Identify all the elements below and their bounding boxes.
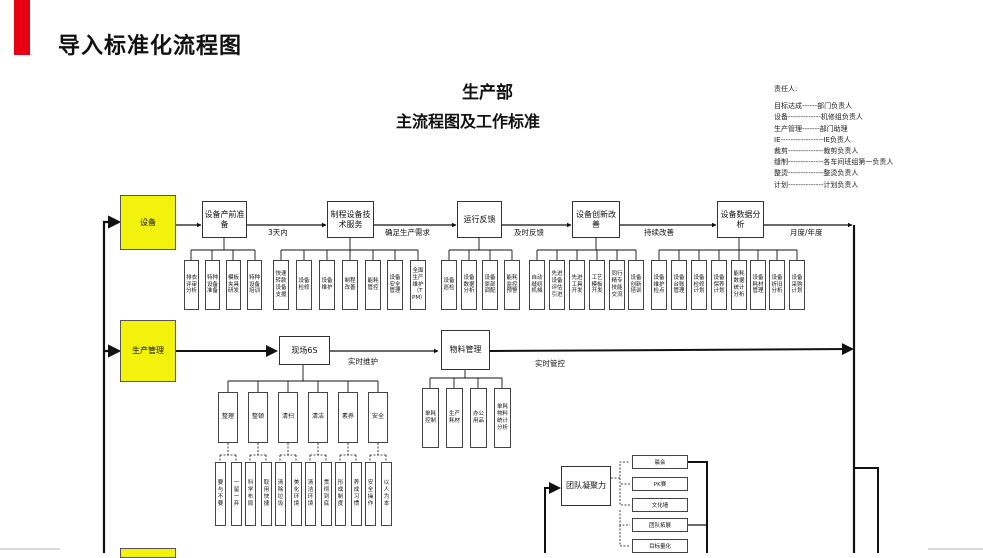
arrow-label: 3天内: [268, 228, 288, 237]
six-s-detail: 科学布局: [245, 462, 256, 526]
six-s-detail: 美化环境: [291, 462, 302, 526]
sub-task: 先进工具开发: [569, 260, 585, 310]
sub-task: 设备维护检点: [651, 260, 667, 310]
six-s-item: 安全: [368, 392, 388, 443]
step-data-analysis: 设备数据分析: [717, 201, 764, 238]
sub-task: 设备检修计划: [691, 260, 707, 310]
sub-task: 能耗监控预警: [504, 260, 520, 310]
sub-task: 制程改善: [342, 260, 358, 310]
arrow-label: 持续改善: [644, 228, 674, 237]
footer-rule-right: [928, 548, 983, 550]
sub-task: 全面生产维护（TPM）: [410, 260, 426, 310]
six-s-item: 清洁: [308, 392, 328, 443]
sub-task: 特种设备准备: [205, 260, 220, 310]
sub-task: 能耗数据统计分析: [731, 260, 747, 310]
arrow-label: 实时维护: [348, 357, 378, 366]
six-s-item: 素养: [338, 392, 358, 443]
sub-task: 自动缝纫机械: [529, 260, 545, 310]
step-material: 物料管理: [441, 330, 490, 370]
arrow-label: 及时反馈: [514, 228, 544, 237]
sub-task: 设备保养计划: [711, 260, 727, 310]
six-s-detail: 要与不要: [215, 462, 226, 526]
responsibility-line: IE-----------------IE负责人: [774, 135, 851, 144]
team-item: 团队拓展: [632, 518, 688, 532]
six-s-item: 整理: [218, 392, 238, 443]
material-sub: 生产耗材: [446, 388, 463, 448]
team-item: 文化墙: [632, 498, 688, 512]
responsibility-line: 生产管理-------部门助理: [774, 124, 848, 133]
arrow-label: 确足生产需求: [385, 228, 430, 237]
six-s-detail: 贯彻到底: [321, 462, 332, 526]
slide-title: 导入标准化流程图: [58, 34, 243, 59]
step-feedback: 运行反馈: [457, 201, 502, 238]
chart-title: 生产部: [462, 83, 513, 103]
lane-production-label: 生产管理: [132, 346, 164, 355]
material-sub: 办公用品: [470, 388, 487, 448]
lane-production: 生产管理: [120, 320, 176, 382]
sub-task: 设备数据分析: [461, 260, 477, 310]
material-sub: 单耗控制: [422, 388, 439, 448]
sub-task: 能耗管控: [365, 260, 381, 310]
sub-task: 设备台账管理: [671, 260, 687, 310]
responsibility-line: 目标达成------部门负责人: [774, 102, 853, 111]
lane-third: [120, 548, 176, 558]
responsibility-line: 缝制--------------各车间班组第一负责人: [774, 158, 894, 167]
six-s-detail: 取用快捷: [261, 462, 272, 526]
step-innovation: 设备创新改善: [572, 201, 620, 238]
sub-task: 设备维护: [319, 260, 335, 310]
responsibility-line: 整烫--------------整烫负责人: [774, 169, 859, 178]
material-sub: 单耗物料统计分析: [494, 388, 511, 448]
responsibility-list: 责任人: 目标达成------部门负责人 设备-------------机修组负…: [774, 84, 893, 191]
step-team-cohesion: 团队凝聚力: [561, 466, 611, 506]
lane-equipment-label: 设备: [140, 217, 156, 227]
six-s-detail: 养成习惯: [351, 462, 362, 526]
team-item: 目标量化: [632, 539, 688, 553]
responsibility-line: 裁剪--------------裁剪负责人: [774, 147, 859, 156]
responsibility-line: 设备-------------机修组负责人: [774, 113, 863, 122]
sub-task: 排衣评审分析: [184, 260, 199, 310]
six-s-detail: 以人为本: [381, 462, 392, 526]
step-tech-service: 制程设备技术服务: [327, 201, 374, 238]
title-accent-bar: [14, 0, 30, 55]
footer-rule-left: [0, 548, 60, 550]
sub-task: 设备耗材管理: [750, 260, 766, 310]
sub-task: 特种设备培训: [247, 260, 262, 310]
sub-task: 设备检修: [296, 260, 312, 310]
responsibility-heading: 责任人:: [774, 85, 798, 93]
arrow-label: 月度/年度: [790, 228, 823, 237]
sub-task: 设备巡检: [441, 260, 457, 310]
step-pre-production: 设备产前准备: [202, 201, 247, 238]
sub-task: 快速转款设备支援: [273, 260, 289, 310]
sub-task: 设备采购计划: [789, 260, 805, 310]
sub-task: 同行精专技能交流: [609, 260, 625, 310]
six-s-item: 清扫: [278, 392, 298, 443]
chart-subtitle: 主流程图及工作标准: [396, 112, 541, 131]
six-s-detail: 一留一弃: [231, 462, 242, 526]
step-site-6s: 现场6S: [279, 336, 330, 365]
team-item: 晨会: [632, 455, 688, 469]
sub-task: 设备安全管理: [387, 260, 403, 310]
lane-equipment: 设备: [120, 195, 176, 250]
sub-task: 设备原部调配: [482, 260, 498, 310]
sub-task: 设备创新培训: [628, 260, 644, 310]
arrow-label: 实时管控: [535, 359, 565, 368]
sub-task: 先进设备评估引进: [549, 260, 565, 310]
sub-task: 工艺模板开发: [589, 260, 605, 310]
six-s-detail: 形成制度: [335, 462, 346, 526]
sub-task: 模板夹具研发: [226, 260, 241, 310]
six-s-detail: 安全操作: [365, 462, 376, 526]
six-s-detail: 清除垃圾: [275, 462, 286, 526]
six-s-item: 整顿: [248, 392, 268, 443]
six-s-detail: 清洁环境: [305, 462, 316, 526]
sub-task: 设备折旧分析: [769, 260, 785, 310]
team-item: PK赛: [632, 477, 688, 491]
responsibility-line: 计划--------------计划负责人: [774, 180, 859, 189]
